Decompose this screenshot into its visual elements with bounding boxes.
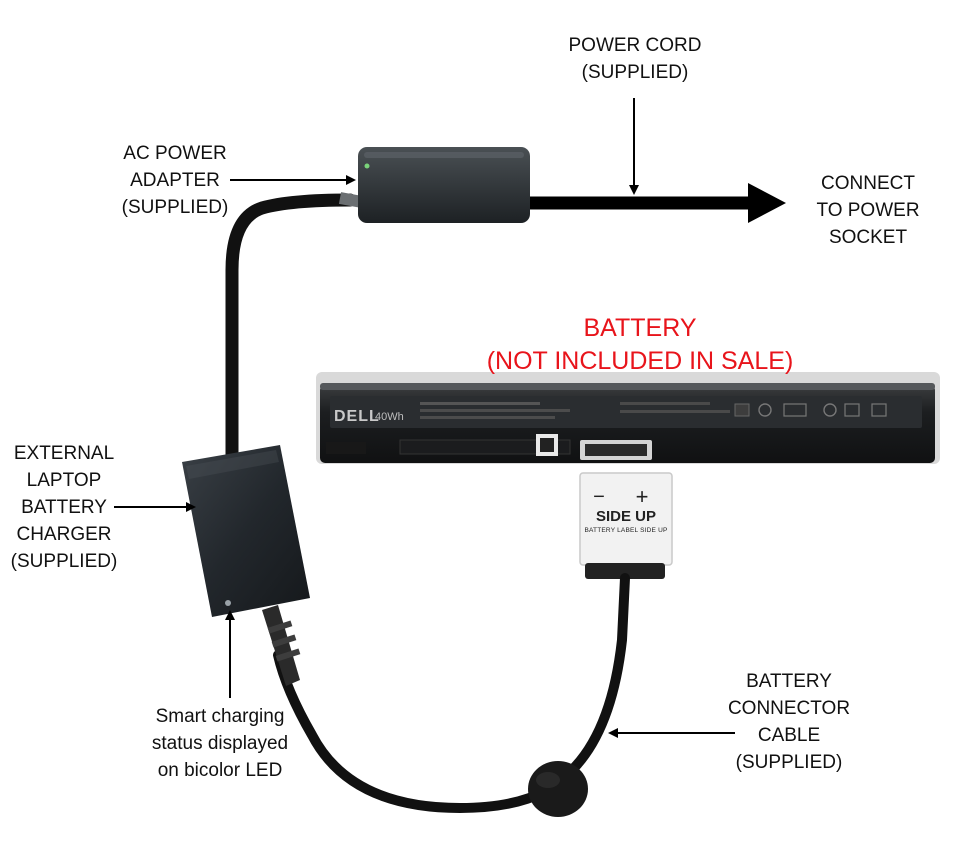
battery-top-edge	[320, 383, 935, 390]
ac-adapter-highlight	[364, 152, 524, 158]
power-cord-label-line-2: (SUPPLIED)	[581, 62, 689, 83]
adapter-to-charger-cable	[225, 193, 357, 467]
plug-label-hint: BATTERY LABEL SIDE UP	[584, 527, 668, 534]
battery-label-line-1: BATTERY	[583, 314, 697, 342]
plug-minus-sign: −	[593, 486, 605, 508]
ac-adapter-body	[358, 147, 530, 223]
battery-connector-cable	[273, 573, 630, 814]
plug-side-up-label: SIDE UP	[595, 508, 656, 525]
ac-adapter-label-line-1: AC POWER	[123, 143, 227, 164]
led-status-label: Smart charging status displayed on bicol…	[140, 703, 300, 784]
power-cord-label: POWER CORD (SUPPLIED)	[560, 32, 710, 86]
charger-barrel-connector	[262, 605, 300, 686]
ac-adapter-led	[364, 163, 370, 169]
ac-adapter-label: AC POWER ADAPTER (SUPPLIED)	[110, 140, 240, 221]
connector-cable-label-line-4: (SUPPLIED)	[735, 752, 843, 773]
battery-label-line-2: (NOT INCLUDED IN SALE)	[486, 347, 794, 375]
external-charger-label-line-1: EXTERNAL	[13, 443, 115, 464]
ac-adapter-label-line-2: ADAPTER	[130, 170, 220, 191]
charger-status-led	[225, 600, 231, 606]
ac-adapter-label-line-3: (SUPPLIED)	[121, 197, 229, 218]
external-charger-label-line-3: BATTERY	[21, 497, 107, 518]
battery-label: BATTERY (NOT INCLUDED IN SALE)	[470, 312, 810, 378]
battery-brand-logo: DELL	[334, 408, 380, 425]
connector-cable-label: BATTERY CONNECTOR CABLE (SUPPLIED)	[722, 668, 856, 776]
power-cord-arrowhead	[748, 183, 786, 223]
external-charger-label-line-4: CHARGER	[16, 524, 112, 545]
power-socket-label: CONNECT TO POWER SOCKET	[808, 170, 928, 251]
external-charger-label-line-5: (SUPPLIED)	[10, 551, 118, 572]
ferrite-bead	[528, 761, 588, 817]
plug-plus-sign: +	[635, 484, 649, 509]
battery-capacity-text: 40Wh	[375, 411, 404, 423]
connector-plug-tab	[585, 563, 665, 579]
power-cord-label-line-1: POWER CORD	[568, 35, 702, 56]
external-charger-body	[182, 445, 310, 617]
led-status-label-line-2: status displayed	[151, 733, 289, 754]
connector-cable-label-line-1: BATTERY	[746, 671, 832, 692]
power-socket-label-line-1: CONNECT	[821, 173, 915, 194]
led-status-label-line-1: Smart charging	[155, 706, 285, 727]
battery-image: DELL 40Wh	[316, 372, 940, 464]
external-charger-label-line-2: LAPTOP	[26, 470, 102, 491]
connector-cable-label-line-3: CABLE	[757, 725, 821, 746]
power-socket-label-line-3: SOCKET	[828, 227, 908, 248]
led-status-label-line-3: on bicolor LED	[157, 760, 283, 781]
connector-cable-label-line-2: CONNECTOR	[727, 698, 851, 719]
power-socket-label-line-2: TO POWER	[816, 200, 920, 221]
external-charger-label: EXTERNAL LAPTOP BATTERY CHARGER (SUPPLIE…	[4, 440, 124, 575]
